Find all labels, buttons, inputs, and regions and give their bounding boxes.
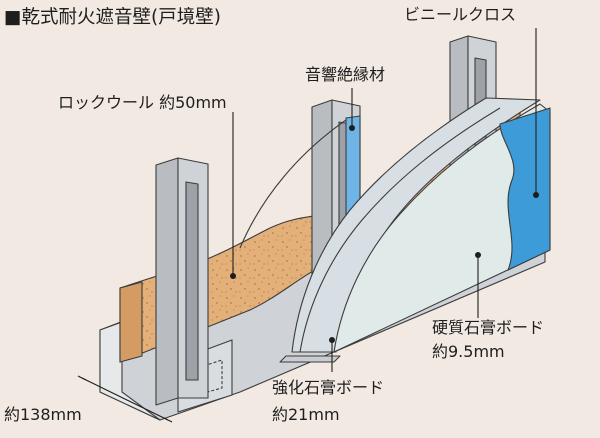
hard-gypsum-board: [333, 103, 551, 353]
thickness-dimension: [77, 375, 173, 423]
vinyl-cloth-layer: [499, 107, 551, 271]
leader-lines: [230, 28, 539, 372]
label-sound-insulation: 音響絶縁材: [305, 65, 385, 84]
board-back-edge: [239, 119, 347, 249]
label-wall-thickness: 約138mm: [4, 405, 82, 424]
label-vinyl-cloth: ビニールクロス: [404, 5, 516, 24]
label-rockwool: ロックウール 約50mm: [58, 93, 227, 112]
label-hard-gypsum-thickness: 約9.5mm: [432, 342, 505, 361]
label-hard-gypsum: 硬質石膏ボード: [432, 318, 544, 337]
label-reinforced-gypsum-thickness: 約21mm: [272, 405, 340, 424]
label-reinforced-gypsum: 強化石膏ボード: [272, 378, 384, 397]
diagram-title: ■乾式耐火遮音壁(戸境壁): [4, 7, 221, 28]
stud-front: [155, 157, 209, 406]
